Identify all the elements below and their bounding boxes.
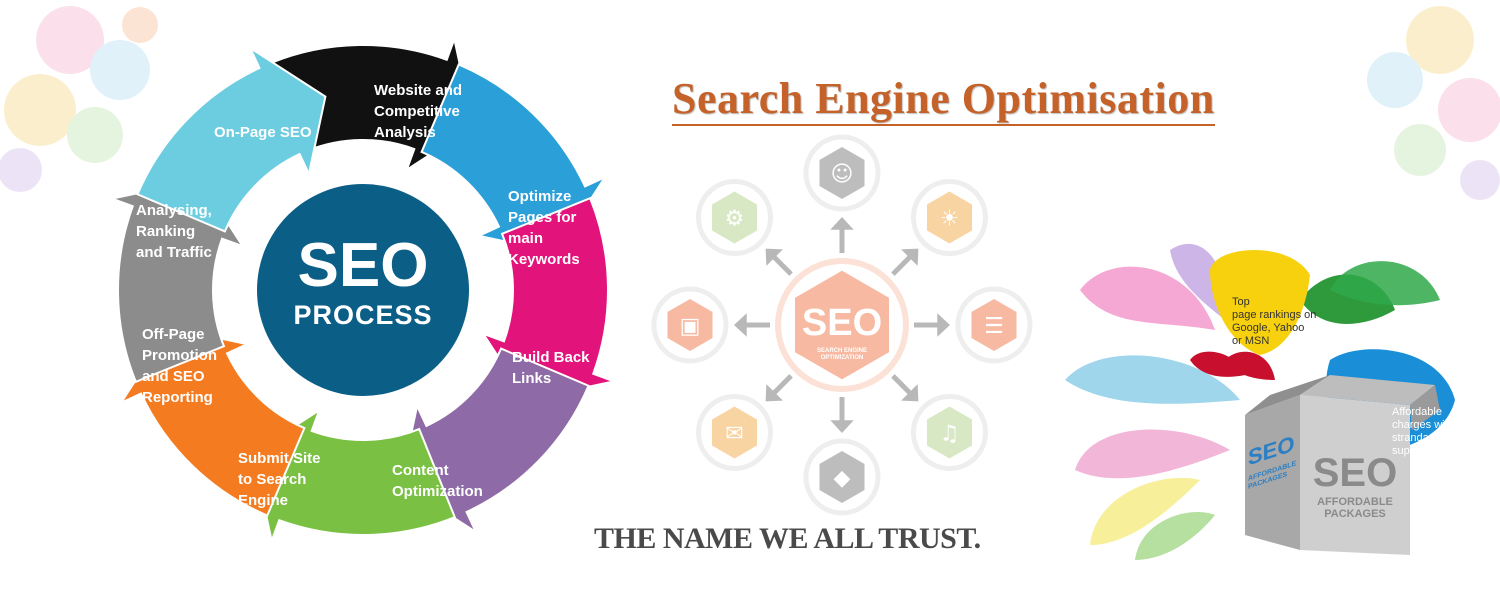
cardboard-box: [1245, 375, 1440, 555]
hub-arrowhead: [765, 248, 783, 266]
sitemap-icon: [971, 299, 1017, 351]
color-splashes: [1065, 243, 1455, 560]
gear-icon-glyph: ⚙: [725, 207, 745, 232]
gear-icon: [712, 191, 758, 244]
step-content-optimization: Content Optimization: [392, 462, 483, 500]
seo-process-center-circle: [257, 184, 469, 396]
seo-process-center-text: SEO PROCESS: [258, 231, 468, 331]
box-front-packages: AFFORDABLE PACKAGES: [1317, 496, 1393, 520]
cycle-arrow-4: [399, 347, 590, 535]
cycle-arrow-8: [136, 45, 327, 233]
hub-arrowhead: [734, 313, 747, 337]
hub-arrowhead: [901, 248, 919, 266]
step-build-back-links: Build Back Links: [512, 349, 590, 387]
megaphone-icon-glyph: ♫: [940, 421, 960, 446]
step-optimize-pages: Optimize Pages for main Keywords: [508, 188, 580, 268]
users-icon-glyph: ☺: [831, 162, 854, 187]
step-analysing-ranking: Analysing, Ranking and Traffic: [136, 202, 212, 261]
tagline: THE NAME WE ALL TRUST.: [594, 522, 981, 555]
hub-arrowhead: [830, 217, 854, 230]
hub-arrowhead: [937, 313, 950, 337]
megaphone-icon: [926, 406, 972, 459]
lightbulb-icon-glyph: ☀: [940, 207, 960, 232]
hub-arrowhead: [901, 384, 919, 402]
envelope-icon-glyph: ✉: [725, 421, 743, 446]
presentation-chart-icon-glyph: ▣: [680, 314, 701, 339]
seo-center-line1: SEO: [297, 231, 429, 300]
step-on-page-seo: On-Page SEO: [214, 124, 312, 141]
left-corner-bubbles: [0, 6, 158, 192]
hub-arrowhead: [830, 420, 854, 433]
sitemap-icon-glyph: ☰: [984, 314, 1004, 339]
step-off-page-promotion: Off-Page Promotion and SEO Reporting: [142, 326, 217, 406]
cycle-arrow-6: [118, 326, 306, 517]
seo-center-line2: PROCESS: [293, 300, 433, 330]
page-title: Search Engine Optimisation: [672, 74, 1215, 126]
step-submit-site: Submit Site to Search Engine: [238, 450, 321, 509]
box-front-seo: SEO: [1312, 451, 1398, 495]
users-icon: [819, 147, 865, 199]
cycle-arrow-1: [269, 35, 475, 173]
hub-arrowhead: [765, 384, 783, 402]
lightbulb-icon: [926, 191, 972, 244]
presentation-chart-icon: [667, 299, 713, 351]
envelope-icon: [712, 406, 758, 459]
hub-center-line1: SEO: [802, 302, 882, 344]
cycle-arrow-5: [251, 407, 457, 545]
tag-icon: [819, 451, 865, 503]
bubble-affordable-charges: Affordable charges with strandard seo su…: [1392, 406, 1460, 457]
hub-center: [775, 258, 909, 392]
cycle-arrow-7: [108, 178, 246, 384]
step-website-competitive-analysis: Website and Competitive Analysis: [374, 82, 463, 141]
cycle-arrow-3: [480, 196, 618, 402]
bubble-top-rankings: Top page rankings on Google, Yahoo or MS…: [1232, 296, 1317, 347]
right-corner-bubbles: [1367, 6, 1500, 200]
cycle-arrow-2: [420, 63, 608, 254]
tag-icon-glyph: ◆: [834, 466, 851, 491]
